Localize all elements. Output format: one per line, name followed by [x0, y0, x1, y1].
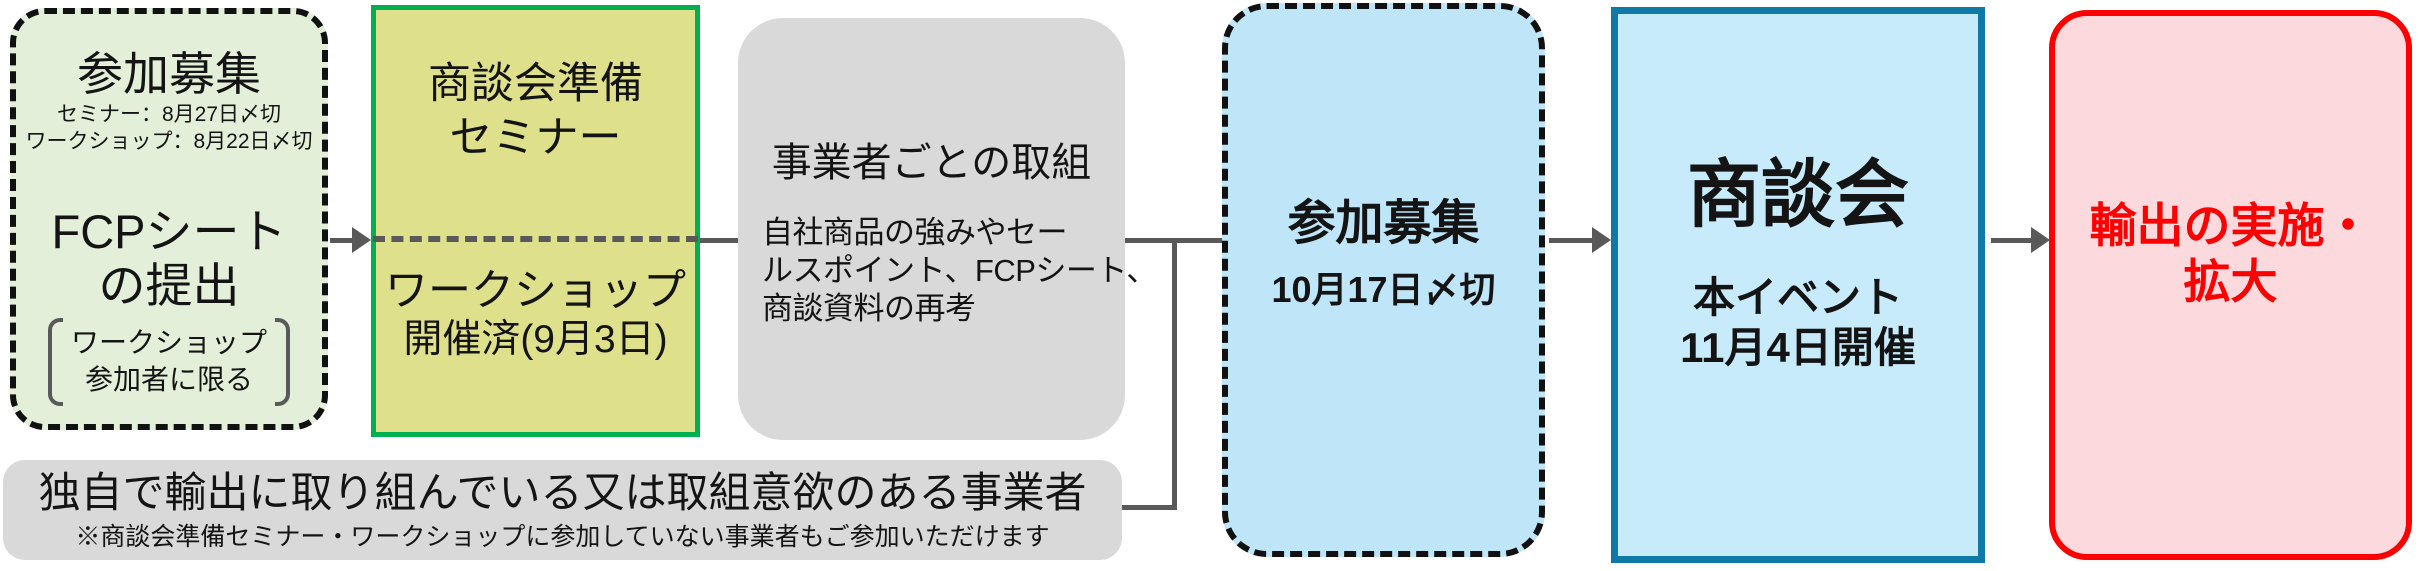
arrow-meeting-to-export-shaft: [1991, 238, 2034, 243]
initiatives-body: 自社商品の強みやセー ルスポイント、FCPシート、 商談資料の再考: [762, 214, 1157, 327]
box-recruitment-deadline: 参加募集 10月17日〆切: [1222, 3, 1545, 557]
recruitment2-deadline: 10月17日〆切: [1271, 268, 1496, 310]
workshop-held-line1: ワークショップ: [385, 266, 686, 315]
workshop-held-label: ワークショップ 開催済(9月3日): [376, 266, 695, 364]
bracket-right: [275, 317, 290, 406]
prep-seminar-label: 商談会準備 セミナー: [428, 60, 643, 162]
box-business-meeting: 商談会 本イベント 11月4日開催: [1611, 7, 1985, 563]
recruitment1-deadline-seminar: セミナー：8月27日〆切: [56, 102, 282, 126]
box-prep-seminar: 商談会準備 セミナー ワークショップ 開催済(9月3日): [371, 5, 700, 437]
recruitment1-title: 参加募集: [77, 48, 261, 100]
arrow-recruitment2-to-meeting-head: [1592, 227, 1611, 253]
initiatives-title: 事業者ごとの取組: [771, 140, 1092, 185]
arrow-meeting-to-export-head: [2031, 227, 2050, 253]
box-business-initiatives: 事業者ごとの取組 自社商品の強みやセー ルスポイント、FCPシート、 商談資料の…: [738, 18, 1157, 440]
independent-note-text: ※商談会準備セミナー・ワークショップに参加していない事業者もご参加いただけます: [75, 522, 1050, 551]
export-expansion-label: 輸出の実施・ 拡大: [2089, 199, 2372, 309]
arrow-recruitment1-to-seminar-shaft: [330, 238, 356, 243]
workshop-only-note-text: ワークショップ 参加者に限る: [70, 327, 267, 395]
recruitment2-title: 参加募集: [1287, 197, 1480, 250]
box-independent-businesses: 独自で輸出に取り組んでいる又は取組意欲のある事業者 ※商談会準備セミナー・ワーク…: [3, 460, 1122, 560]
box-recruitment-initial: 参加募集 セミナー：8月27日〆切 ワークショップ：8月22日〆切 FCPシート…: [10, 8, 328, 430]
connector-independent-elbow: [1122, 505, 1177, 510]
connector-dashed-through-seminar: [373, 236, 698, 242]
workshop-only-note: ワークショップ 参加者に限る: [16, 317, 322, 406]
connector-branch-vertical: [1172, 238, 1177, 510]
fcp-sheet-submission-label: FCPシート の提出: [51, 205, 287, 312]
recruitment1-deadline-workshop: ワークショップ：8月22日〆切: [25, 130, 313, 154]
independent-main-text: 独自で輸出に取り組んでいる又は取組意欲のある事業者: [38, 469, 1087, 517]
meeting-title: 商談会: [1687, 153, 1909, 236]
bracket-left: [47, 317, 63, 406]
box-export-expansion: 輸出の実施・ 拡大: [2049, 10, 2412, 560]
workshop-held-line2: 開催済(9月3日): [403, 318, 668, 362]
arrow-recruitment1-to-seminar-head: [352, 227, 371, 253]
arrow-recruitment2-to-meeting-shaft: [1549, 238, 1595, 243]
meeting-subtitle: 本イベント 11月4日開催: [1680, 274, 1916, 371]
